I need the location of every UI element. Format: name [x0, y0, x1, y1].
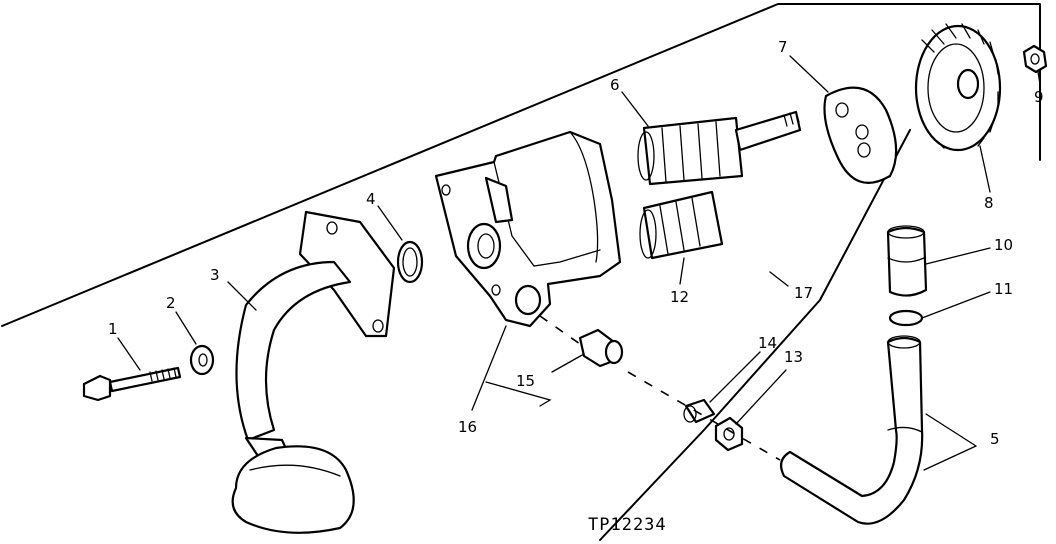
callout-6: 6: [610, 76, 620, 94]
callout-12: 12: [670, 288, 689, 306]
part-15-fitting: [578, 328, 624, 368]
leader-lines: [117, 55, 1041, 471]
part-3-suction-tube: [231, 210, 396, 534]
assembly-boundary-lower: [599, 129, 911, 541]
part-9-nut: [1022, 44, 1048, 74]
callout-5: 5: [990, 430, 1000, 448]
part-14-bushing: [683, 398, 716, 424]
callout-2: 2: [166, 294, 176, 312]
part-4-o-ring: [396, 240, 424, 284]
callout-1: 1: [108, 320, 118, 338]
callout-17: 17: [794, 284, 813, 302]
callout-14: 14: [758, 334, 777, 352]
part-2-washer: [189, 344, 215, 376]
part-8-helical-gear: [914, 23, 1002, 152]
callout-15: 15: [516, 372, 535, 390]
part-7-cover: [823, 86, 898, 184]
part-6-drive-gear: [637, 110, 802, 186]
figure-id: TP12234: [588, 515, 667, 535]
part-13-nut: [714, 416, 744, 452]
part-16-pump-housing: [434, 130, 622, 328]
part-5-outlet-tube: [779, 335, 924, 525]
callout-8: 8: [984, 194, 994, 212]
part-10-sleeve: [886, 225, 928, 297]
callout-7: 7: [778, 38, 788, 56]
callout-10: 10: [994, 236, 1013, 254]
part-12-driven-gear: [639, 190, 724, 260]
part-11-seal-ring: [888, 309, 924, 327]
part-1-bolt: [82, 366, 182, 402]
callout-16: 16: [458, 418, 477, 436]
callout-3: 3: [210, 266, 220, 284]
callout-4: 4: [366, 190, 376, 208]
callout-9: 9: [1034, 88, 1044, 106]
callout-11: 11: [994, 280, 1013, 298]
callout-13: 13: [784, 348, 803, 366]
centerline-fitting: [539, 315, 581, 345]
